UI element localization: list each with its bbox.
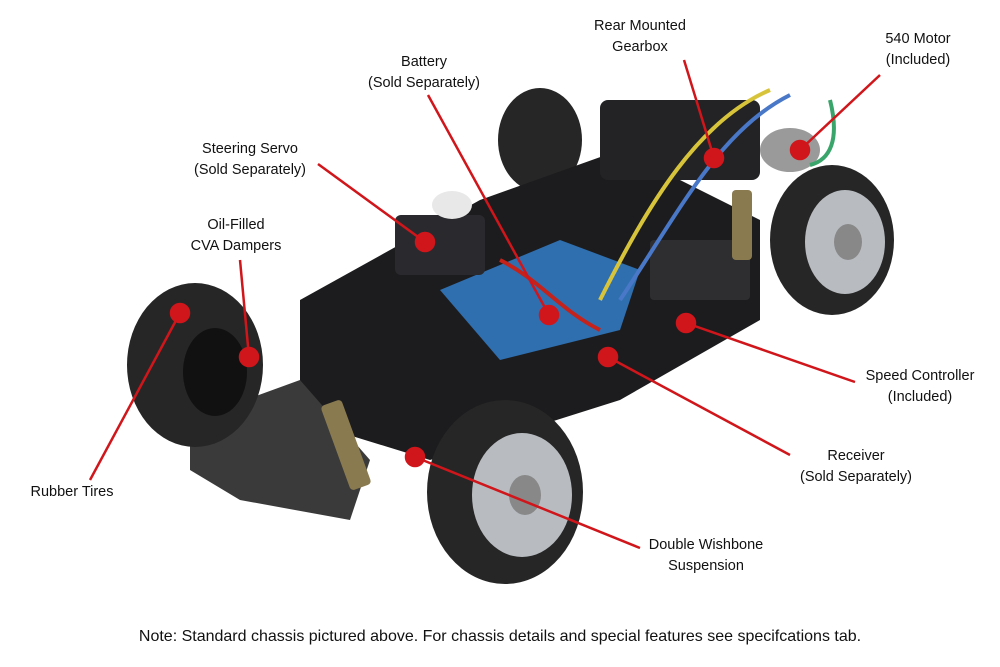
rear-right-wheel — [770, 165, 894, 315]
label-line: Gearbox — [612, 39, 668, 55]
label-receiver: Receiver (Sold Separately) — [800, 446, 912, 488]
front-damper — [321, 400, 371, 490]
callout-dot-gearbox — [703, 147, 725, 169]
rear-damper — [732, 190, 752, 260]
label-line: 540 Motor — [885, 31, 951, 47]
label-line: CVA Dampers — [190, 238, 282, 254]
label-line: Oil-Filled — [207, 217, 265, 233]
servo-saver — [432, 191, 472, 219]
callout-line-suspension — [414, 455, 641, 550]
label-line: Suspension — [668, 558, 744, 574]
callout-line-esc — [685, 321, 856, 384]
rear-left-wheel — [498, 88, 582, 192]
label-esc: Speed Controller (Included) — [866, 366, 975, 408]
servo-block — [395, 215, 485, 275]
callout-dot-receiver — [597, 346, 619, 368]
callout-line-tires — [88, 312, 182, 481]
battery-lead — [499, 258, 601, 332]
esc-box — [650, 240, 750, 300]
label-line: Double Wishbone — [648, 537, 764, 553]
label-line: Speed Controller — [865, 368, 975, 384]
footnote: Note: Standard chassis pictured above. F… — [138, 628, 862, 645]
callout-dot-suspension — [404, 446, 426, 468]
callout-dot-battery — [538, 304, 560, 326]
label-line: (Sold Separately) — [193, 162, 307, 178]
label-line: Battery — [401, 54, 447, 70]
callout-line-gearbox — [682, 59, 716, 159]
label-battery: Battery (Sold Separately) — [368, 52, 480, 94]
callout-line-receiver — [607, 355, 791, 457]
callout-line-dampers — [238, 259, 251, 358]
callout-dot-esc — [675, 312, 697, 334]
callout-dot-dampers — [238, 346, 260, 368]
label-line: Receiver — [827, 448, 885, 464]
callout-line-motor — [799, 74, 881, 151]
label-line: (Included) — [887, 389, 953, 405]
label-servo: Steering Servo (Sold Separately) — [194, 139, 306, 181]
label-line: Rubber Tires — [30, 484, 114, 500]
label-line: Steering Servo — [202, 141, 298, 157]
label-line: (Sold Separately) — [367, 75, 481, 91]
front-left-wheel — [127, 283, 263, 447]
callout-dot-servo — [414, 231, 436, 253]
callout-dot-tires — [169, 302, 191, 324]
front-right-wheel — [427, 400, 583, 584]
label-line: (Sold Separately) — [799, 469, 913, 485]
callout-dot-motor — [789, 139, 811, 161]
label-line: (Included) — [885, 52, 951, 68]
label-line: Rear Mounted — [594, 18, 686, 34]
label-tires: Rubber Tires — [30, 482, 113, 503]
motor-wires — [598, 88, 771, 301]
label-motor: 540 Motor (Included) — [885, 29, 950, 71]
callout-line-servo — [317, 162, 426, 244]
callout-line-battery — [426, 94, 551, 316]
